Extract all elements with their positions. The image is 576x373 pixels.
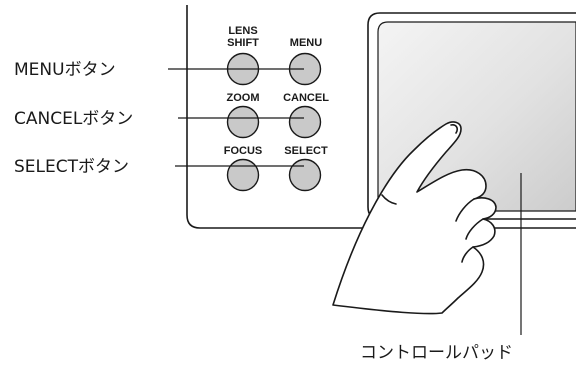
cancel-button-callout: CANCELボタン xyxy=(14,109,133,129)
panel-body xyxy=(186,5,576,229)
lens-shift-label-line2: SHIFT xyxy=(227,37,259,49)
cancel-button[interactable] xyxy=(288,105,322,139)
hand-illustration xyxy=(332,121,497,315)
menu-button-label: MENU xyxy=(290,37,322,49)
control-pad-callout: コントロールパッド xyxy=(360,343,513,363)
focus-button-label: FOCUS xyxy=(224,145,263,157)
focus-button[interactable] xyxy=(226,158,260,192)
select-button[interactable] xyxy=(288,158,322,192)
zoom-button[interactable] xyxy=(226,105,260,139)
select-button-label: SELECT xyxy=(284,145,328,157)
select-button-callout: SELECTボタン xyxy=(14,157,129,177)
menu-button-callout: MENUボタン xyxy=(14,60,116,80)
cancel-button-label: CANCEL xyxy=(283,92,329,104)
zoom-button-label: ZOOM xyxy=(227,92,260,104)
lens-shift-label-line1: LENS xyxy=(228,25,257,37)
